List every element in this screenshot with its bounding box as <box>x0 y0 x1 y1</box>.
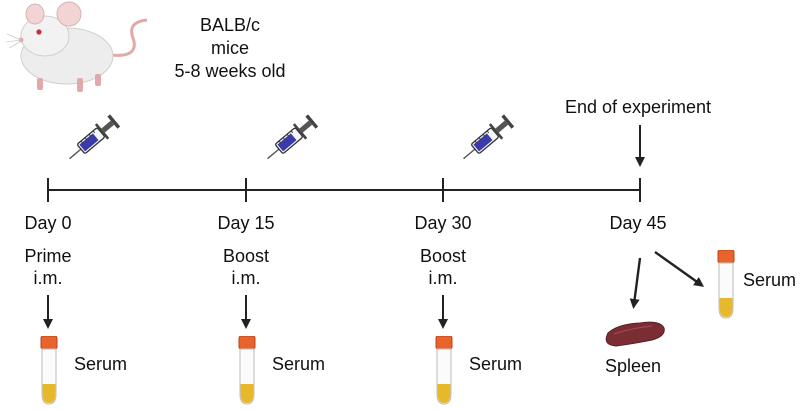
route-label: i.m. <box>33 268 63 288</box>
sample-label: Serum <box>743 270 797 290</box>
serum-tube-icon <box>717 250 735 319</box>
route-label: i.m. <box>231 268 261 288</box>
route-label: i.m. <box>428 268 458 288</box>
syringe-icon <box>260 112 321 167</box>
day-label: Day 0 <box>24 213 72 233</box>
arrow-spleen-icon <box>629 257 642 309</box>
treatment-label: Boost <box>419 246 467 266</box>
subject-age: 5-8 weeks old <box>174 61 286 81</box>
mouse-icon <box>5 1 148 92</box>
sample-label: Serum <box>74 354 128 374</box>
subject-strain: BALB/c <box>199 15 261 35</box>
subject-species: mice <box>210 38 250 58</box>
day-label: Day 15 <box>217 213 275 233</box>
end-of-experiment-label: End of experiment <box>564 97 712 117</box>
treatment-label: Prime <box>24 246 72 266</box>
spleen-label: Spleen <box>604 356 662 376</box>
arrow-serum-icon <box>654 251 705 287</box>
syringe-icon <box>456 112 517 167</box>
day-label: Day 30 <box>414 213 472 233</box>
spleen-icon <box>605 321 665 347</box>
serum-tube-icon <box>40 336 58 405</box>
sample-label: Serum <box>272 354 326 374</box>
serum-tube-icon <box>238 336 256 405</box>
syringe-icon <box>62 112 123 167</box>
day-label: Day 45 <box>609 213 667 233</box>
sample-label: Serum <box>469 354 523 374</box>
treatment-label: Boost <box>222 246 270 266</box>
serum-tube-icon <box>435 336 453 405</box>
